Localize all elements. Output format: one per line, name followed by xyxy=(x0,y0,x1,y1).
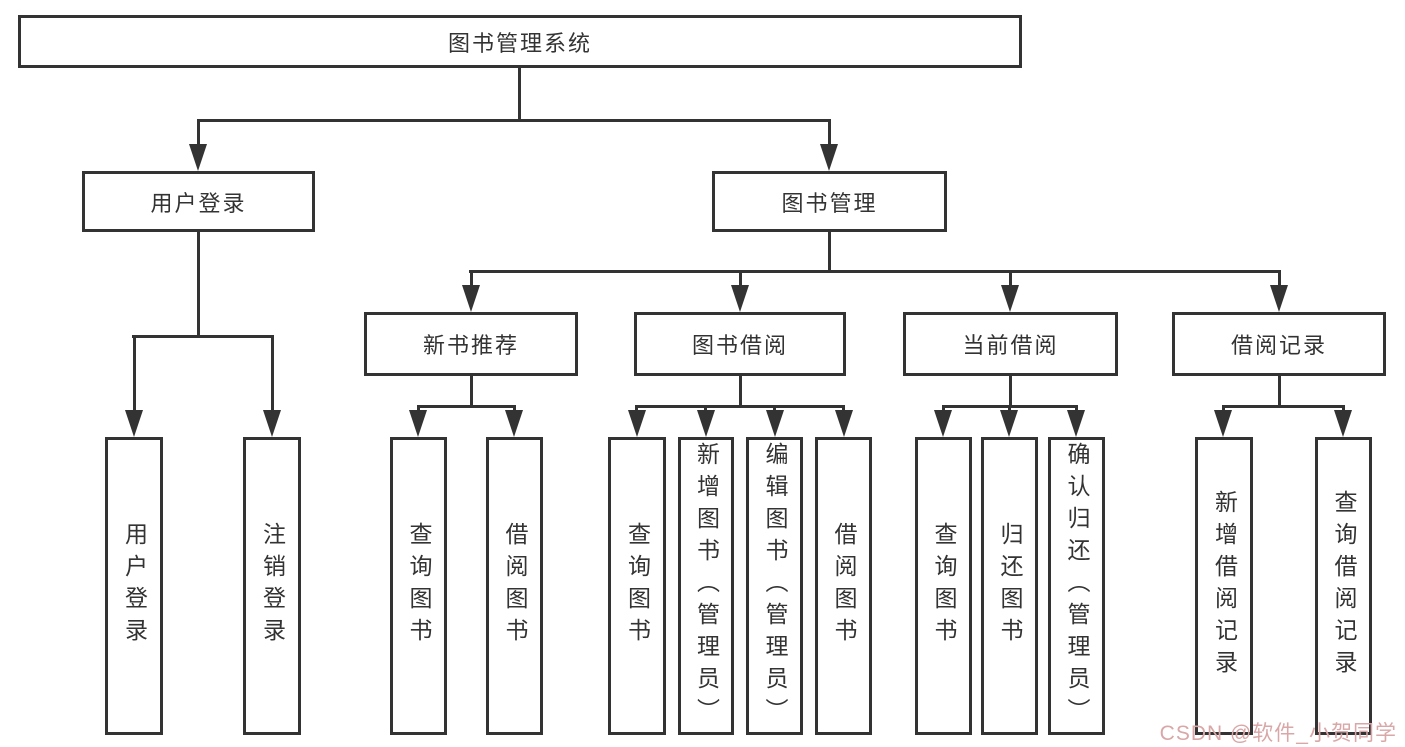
node-new-book-recommend-label: 新书推荐 xyxy=(422,333,519,358)
leaf-borrow-books-recommend-label: 借阅图书 xyxy=(502,522,528,650)
leaf-query-books-recommend-label: 查询图书 xyxy=(406,522,432,650)
arrow-down-icon xyxy=(409,410,427,437)
leaf-user-login-label: 用户登录 xyxy=(121,522,148,650)
node-borrow-records: 借阅记录 xyxy=(1172,312,1386,376)
arrow-down-icon xyxy=(263,410,281,437)
leaf-user-login: 用户登录 xyxy=(105,437,163,735)
leaf-borrow-books: 借阅图书 xyxy=(815,437,872,735)
node-user-login: 用户登录 xyxy=(82,171,315,232)
connector-drop-book-borrow xyxy=(739,273,742,287)
arrow-down-icon xyxy=(1067,410,1085,437)
leaf-query-books-borrow-label: 查询图书 xyxy=(624,522,651,650)
arrow-down-icon xyxy=(835,410,853,437)
node-user-login-label: 用户登录 xyxy=(150,190,247,216)
connector-current-borrow-stem xyxy=(1009,376,1012,407)
node-book-borrow: 图书借阅 xyxy=(634,312,846,376)
leaf-query-borrow-record: 查询借阅记录 xyxy=(1315,437,1372,735)
arrow-down-icon xyxy=(125,410,143,437)
leaf-edit-books-admin-label: 编辑图书（管理员） xyxy=(762,442,788,730)
leaf-query-books-borrow: 查询图书 xyxy=(608,437,666,735)
node-book-management: 图书管理 xyxy=(712,171,947,232)
leaf-add-borrow-record-label: 新增借阅记录 xyxy=(1211,490,1238,682)
arrow-down-icon xyxy=(462,285,480,312)
connector-book-management-stem xyxy=(828,232,831,272)
connector-drop-borrow-records xyxy=(1278,273,1281,287)
connector-drop-leaf-user-login xyxy=(133,338,136,412)
connector-borrow-records-stem xyxy=(1278,376,1281,407)
connector-user-login-stem xyxy=(197,232,200,337)
node-borrow-records-label: 借阅记录 xyxy=(1230,333,1327,358)
node-current-borrow: 当前借阅 xyxy=(903,312,1118,376)
arrow-down-icon xyxy=(1270,285,1288,312)
leaf-query-books-current-label: 查询图书 xyxy=(931,522,957,650)
leaf-logout: 注销登录 xyxy=(243,437,301,735)
leaf-add-books-admin: 新增图书（管理员） xyxy=(678,437,734,735)
arrow-down-icon xyxy=(934,410,952,437)
connector-book-borrow-stem xyxy=(739,376,742,407)
connector-current-borrow-crossbar xyxy=(942,405,1078,408)
leaf-add-borrow-record: 新增借阅记录 xyxy=(1195,437,1253,735)
connector-user-login-crossbar xyxy=(132,335,274,338)
leaf-return-books: 归还图书 xyxy=(981,437,1038,735)
connector-drop-leaf-logout xyxy=(271,338,274,412)
connector-drop-new-book xyxy=(470,273,473,287)
leaf-query-books-current: 查询图书 xyxy=(915,437,972,735)
arrow-down-icon xyxy=(628,410,646,437)
arrow-down-icon xyxy=(731,285,749,312)
node-book-borrow-label: 图书借阅 xyxy=(691,333,788,358)
connector-book-management-crossbar xyxy=(469,270,1281,273)
arrow-down-icon xyxy=(697,410,715,437)
connector-borrow-records-crossbar xyxy=(1222,405,1345,408)
node-current-borrow-label: 当前借阅 xyxy=(962,333,1059,358)
arrow-down-icon xyxy=(820,144,838,171)
node-book-management-label: 图书管理 xyxy=(781,190,878,216)
connector-book-borrow-crossbar xyxy=(635,405,845,408)
leaf-borrow-books-label: 借阅图书 xyxy=(831,522,857,650)
connector-drop-book-management xyxy=(828,122,831,148)
connector-drop-current-borrow xyxy=(1009,273,1012,287)
node-root: 图书管理系统 xyxy=(18,15,1022,68)
connector-root-stem xyxy=(518,68,521,121)
connector-new-book-crossbar xyxy=(417,405,516,408)
arrow-down-icon xyxy=(1001,285,1019,312)
node-new-book-recommend: 新书推荐 xyxy=(364,312,578,376)
leaf-add-books-admin-label: 新增图书（管理员） xyxy=(693,442,720,730)
arrow-down-icon xyxy=(505,410,523,437)
leaf-confirm-return-admin: 确认归还（管理员） xyxy=(1048,437,1105,735)
arrow-down-icon xyxy=(766,410,784,437)
csdn-watermark: CSDN @软件_小贺同学 xyxy=(1159,722,1397,745)
arrow-down-icon xyxy=(1334,410,1352,437)
leaf-return-books-label: 归还图书 xyxy=(997,522,1023,650)
leaf-query-books-recommend: 查询图书 xyxy=(390,437,447,735)
connector-root-crossbar xyxy=(197,119,831,122)
leaf-edit-books-admin: 编辑图书（管理员） xyxy=(746,437,803,735)
arrow-down-icon xyxy=(1214,410,1232,437)
leaf-query-borrow-record-label: 查询借阅记录 xyxy=(1331,490,1357,682)
connector-new-book-stem xyxy=(470,376,473,407)
leaf-confirm-return-admin-label: 确认归还（管理员） xyxy=(1064,442,1090,730)
leaf-logout-label: 注销登录 xyxy=(259,522,286,650)
connector-drop-user-login xyxy=(197,122,200,148)
leaf-borrow-books-recommend: 借阅图书 xyxy=(486,437,543,735)
arrow-down-icon xyxy=(189,144,207,171)
node-root-label: 图书管理系统 xyxy=(447,30,592,56)
arrow-down-icon xyxy=(1000,410,1018,437)
